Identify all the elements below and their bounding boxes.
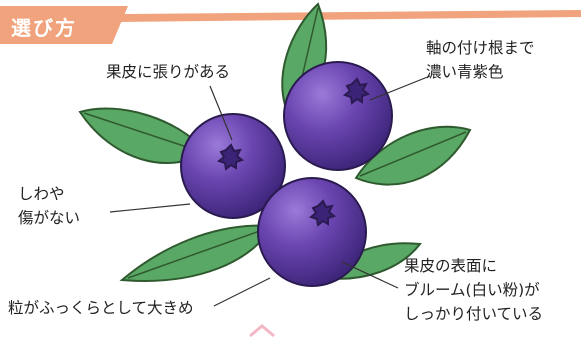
label-bloom-line1: 果皮の表面に: [404, 257, 498, 275]
leader-lines: [109, 75, 431, 307]
label-plump: 粒がふっくらとして大きめ: [8, 296, 194, 320]
label-bloom-line2: ブルーム(白い粉)が: [404, 281, 540, 299]
header-tab-shape: [0, 6, 128, 44]
berry-top-right: [283, 61, 393, 171]
calyx-top-right: [342, 77, 371, 105]
leaf-right: [354, 125, 472, 186]
label-plump-text: 粒がふっくらとして大きめ: [8, 299, 194, 317]
label-no-wrinkles-line1: しわや: [18, 185, 65, 203]
leader-skin-tension: [209, 85, 233, 141]
leader-no-wrinkles: [109, 203, 191, 213]
calyx-left: [216, 143, 245, 171]
label-skin-tension: 果皮に張りがある: [106, 60, 230, 84]
decorative-mark: [249, 324, 275, 338]
label-stem-color-line1: 軸の付け根まで: [426, 39, 535, 57]
label-no-wrinkles: しわや 傷がない: [18, 182, 80, 230]
leader-stem-color: [369, 75, 431, 101]
berry-bottom: [257, 177, 367, 287]
calyx-bottom: [308, 199, 337, 227]
label-bloom: 果皮の表面に ブルーム(白い粉)が しっかり付いている: [404, 254, 543, 326]
header-band: [0, 6, 581, 44]
label-skin-tension-text: 果皮に張りがある: [106, 63, 231, 81]
label-bloom-line3: しっかり付いている: [404, 305, 544, 323]
label-no-wrinkles-line2: 傷がない: [18, 209, 81, 227]
leader-plump: [213, 277, 271, 307]
page-title: 選び方: [11, 16, 77, 40]
label-stem-color: 軸の付け根まで 濃い青紫色: [426, 36, 535, 84]
header-stripe: [116, 10, 581, 22]
label-stem-color-line2: 濃い青紫色: [426, 63, 504, 81]
calyx-marks: [216, 77, 371, 227]
leader-bloom: [341, 261, 399, 289]
